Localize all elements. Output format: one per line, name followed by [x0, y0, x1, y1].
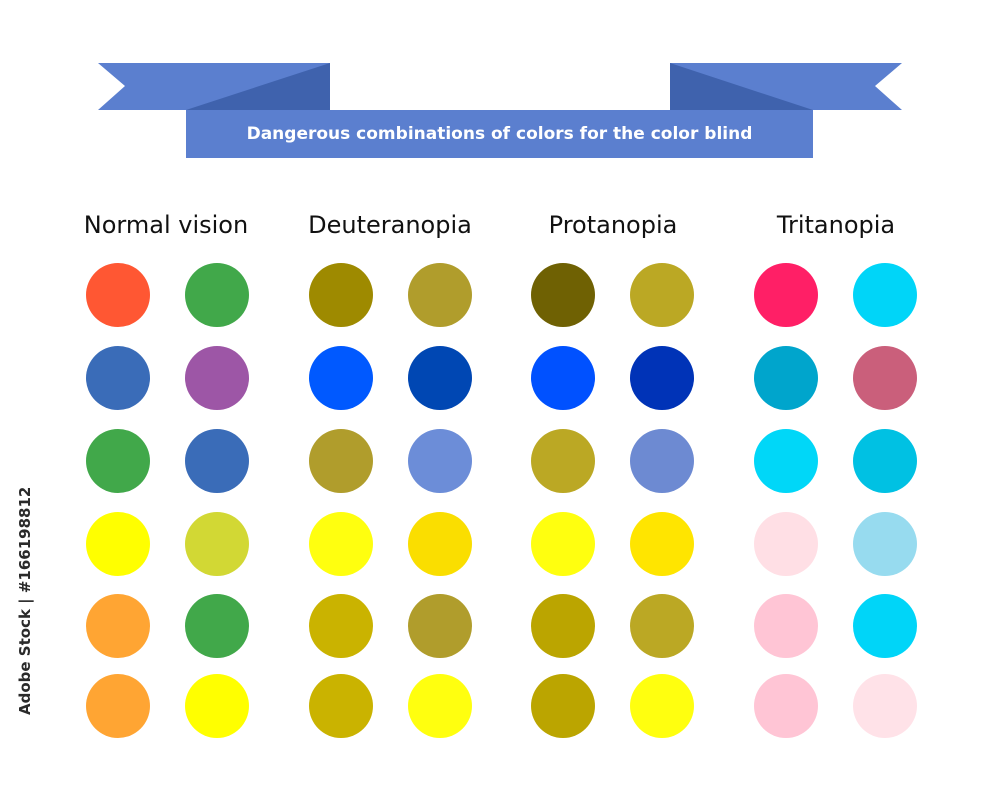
color-swatch-deuteranopia-row5-b [408, 594, 472, 658]
color-swatch-normal-vision-row4-b [185, 512, 249, 576]
color-swatch-normal-vision-row2-a [86, 346, 150, 410]
color-swatch-protanopia-row2-b [630, 346, 694, 410]
color-swatch-deuteranopia-row6-a [309, 674, 373, 738]
color-swatch-protanopia-row2-a [531, 346, 595, 410]
color-swatch-normal-vision-row2-b [185, 346, 249, 410]
color-swatch-deuteranopia-row4-b [408, 512, 472, 576]
color-swatch-protanopia-row5-b [630, 594, 694, 658]
color-swatch-protanopia-row1-b [630, 263, 694, 327]
color-swatch-tritanopia-row4-a [754, 512, 818, 576]
color-swatch-normal-vision-row3-b [185, 429, 249, 493]
color-swatch-normal-vision-row4-a [86, 512, 150, 576]
color-swatch-protanopia-row6-a [531, 674, 595, 738]
color-swatch-deuteranopia-row4-a [309, 512, 373, 576]
page-title: Dangerous combinations of colors for the… [246, 124, 753, 144]
color-swatch-deuteranopia-row3-b [408, 429, 472, 493]
column-heading-normal-vision: Normal vision [83, 211, 249, 239]
stock-credit: Adobe Stock | #166198812 [16, 486, 34, 715]
color-swatch-deuteranopia-row6-b [408, 674, 472, 738]
color-swatch-tritanopia-row4-b [853, 512, 917, 576]
color-swatch-protanopia-row4-b [630, 512, 694, 576]
color-swatch-tritanopia-row5-a [754, 594, 818, 658]
color-swatch-normal-vision-row3-a [86, 429, 150, 493]
color-swatch-tritanopia-row2-a [754, 346, 818, 410]
ribbon-right-fold [670, 63, 813, 110]
ribbon-center [186, 110, 813, 158]
ribbon-banner [98, 63, 902, 158]
column-heading-protanopia: Protanopia [548, 211, 678, 239]
color-swatch-protanopia-row5-a [531, 594, 595, 658]
color-swatch-tritanopia-row1-a [754, 263, 818, 327]
color-swatch-tritanopia-row6-a [754, 674, 818, 738]
color-swatch-normal-vision-row1-a [86, 263, 150, 327]
color-swatch-tritanopia-row5-b [853, 594, 917, 658]
column-heading-deuteranopia: Deuteranopia [308, 211, 472, 239]
color-swatch-normal-vision-row6-b [185, 674, 249, 738]
color-swatch-tritanopia-row1-b [853, 263, 917, 327]
color-swatch-protanopia-row3-a [531, 429, 595, 493]
color-swatch-deuteranopia-row2-a [309, 346, 373, 410]
color-swatch-normal-vision-row5-a [86, 594, 150, 658]
color-swatch-tritanopia-row2-b [853, 346, 917, 410]
color-swatch-protanopia-row1-a [531, 263, 595, 327]
color-swatch-protanopia-row3-b [630, 429, 694, 493]
color-swatch-normal-vision-row5-b [185, 594, 249, 658]
color-swatch-normal-vision-row1-b [185, 263, 249, 327]
color-swatch-protanopia-row4-a [531, 512, 595, 576]
ribbon-left-fold [186, 63, 330, 110]
color-swatch-deuteranopia-row3-a [309, 429, 373, 493]
color-swatch-normal-vision-row6-a [86, 674, 150, 738]
color-swatch-deuteranopia-row5-a [309, 594, 373, 658]
color-swatch-deuteranopia-row1-b [408, 263, 472, 327]
color-swatch-tritanopia-row6-b [853, 674, 917, 738]
color-swatch-tritanopia-row3-a [754, 429, 818, 493]
color-swatch-protanopia-row6-b [630, 674, 694, 738]
color-swatch-deuteranopia-row2-b [408, 346, 472, 410]
column-heading-tritanopia: Tritanopia [776, 211, 896, 239]
color-swatch-deuteranopia-row1-a [309, 263, 373, 327]
color-swatch-tritanopia-row3-b [853, 429, 917, 493]
